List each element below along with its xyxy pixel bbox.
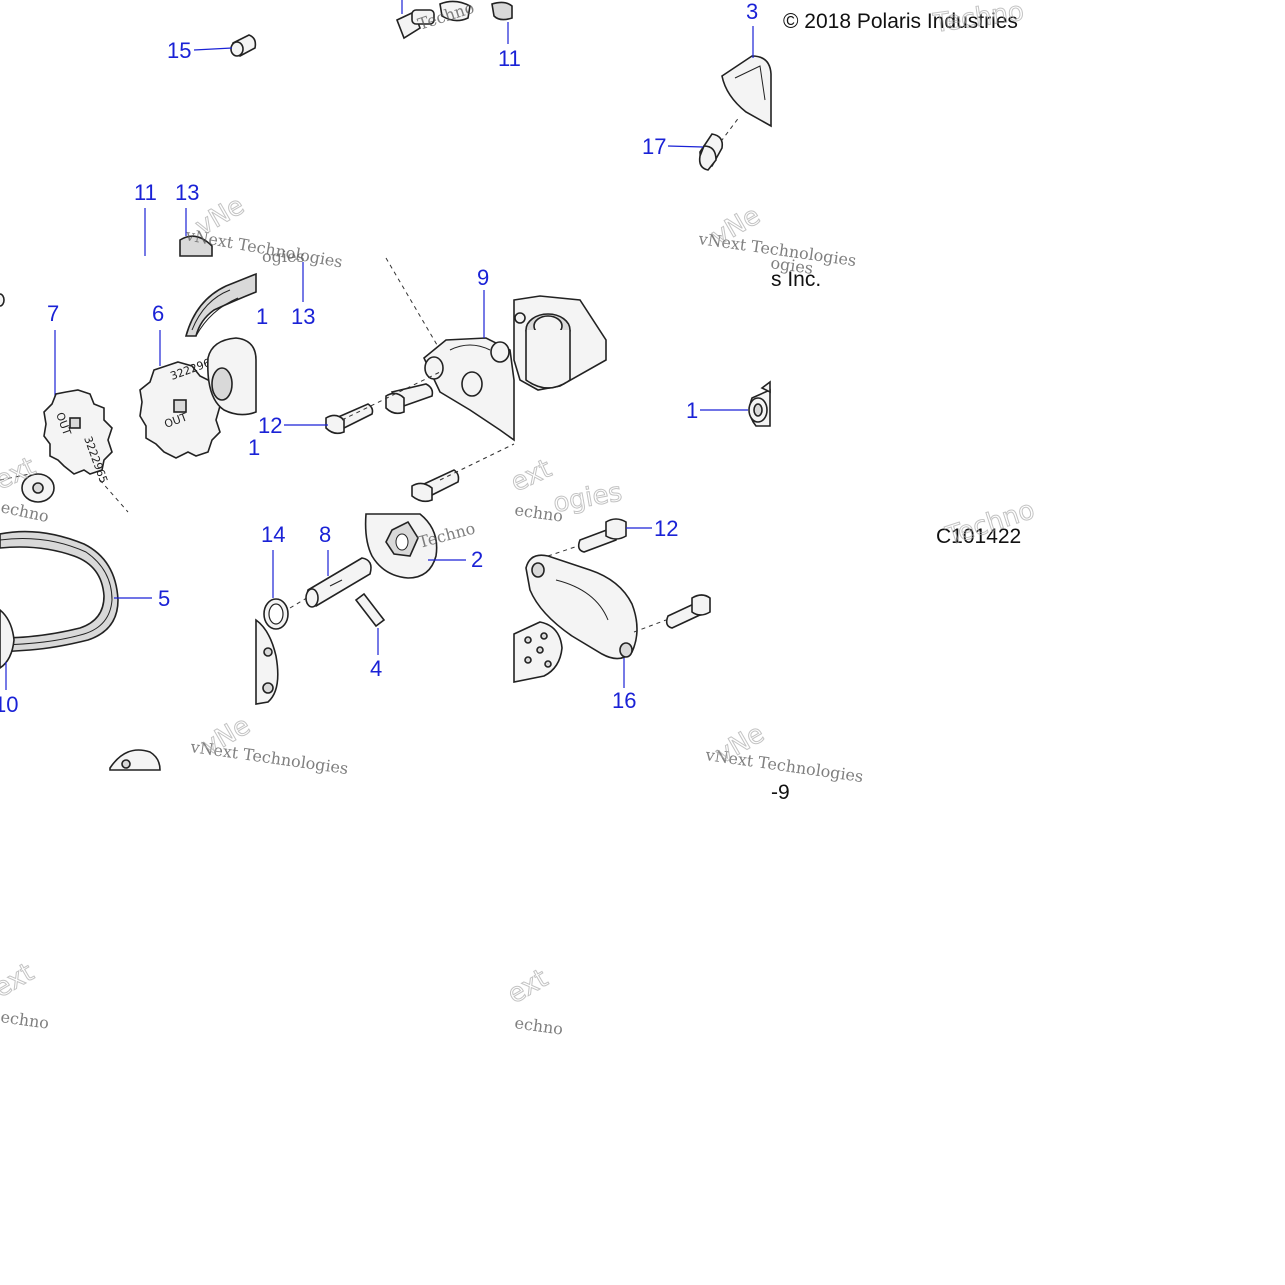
- part-1-bushing: [748, 380, 771, 427]
- part-washer-left: [0, 293, 129, 513]
- top-fragment-bolts: [395, 0, 513, 44]
- callout-17: 17: [642, 134, 666, 159]
- callout-2: 2: [471, 547, 483, 572]
- part-14-o-ring: [263, 598, 289, 630]
- callout-11-top: 11: [498, 46, 521, 71]
- callout-12-left: 12: [258, 413, 282, 438]
- callout-13-mid: 13: [291, 304, 315, 329]
- part-15-bushing: [193, 34, 257, 57]
- watermark-mid-5: ogies: [551, 477, 624, 519]
- watermark-top-right: Techno: [931, 0, 1026, 39]
- watermark-bottom-5: ext: [0, 958, 39, 1005]
- part-5-chain: [0, 530, 119, 669]
- callout-15: 15: [167, 38, 191, 63]
- copyright-text: © 2018 Polaris Industries: [783, 10, 1018, 33]
- part-13-washer: [179, 235, 213, 257]
- callout-13: 13: [175, 180, 199, 205]
- dash-line-9: [385, 257, 441, 351]
- part-16-cover: [525, 554, 638, 660]
- callout-4: 4: [370, 656, 382, 681]
- dash-line-12: [341, 371, 441, 421]
- part-7-sprocket: OUT 3222965: [43, 389, 113, 485]
- part-3-bracket: [721, 26, 772, 128]
- pump-body-fragment: [255, 618, 279, 705]
- copyright-tail: s Inc.: [771, 268, 821, 291]
- part-8-shaft: [305, 557, 372, 608]
- callout-1-partial: 1: [256, 304, 268, 329]
- callout-11: 11: [134, 180, 157, 205]
- part-strainer: [513, 621, 563, 683]
- bottom-left-fragment: [109, 749, 161, 771]
- drawing-code: C101422: [936, 525, 1021, 548]
- watermark-bottom-8: echno: [513, 1013, 564, 1039]
- callout-9: 9: [477, 265, 489, 290]
- part-12-bolt-right-lower: [633, 594, 711, 633]
- watermark-mid-3: ext: [506, 454, 556, 499]
- callout-16: 16: [612, 688, 636, 713]
- callout-3: 3: [746, 0, 758, 24]
- part-12-bolt-upper: [325, 383, 434, 435]
- page-fragment: -9: [771, 781, 790, 804]
- callout-10: 10: [0, 692, 18, 717]
- callout-12-right: 12: [654, 516, 678, 541]
- part-9-pump-housing: [423, 337, 515, 442]
- callout-5: 5: [158, 586, 170, 611]
- callout-8: 8: [319, 522, 331, 547]
- callout-1-partial-2: 1: [248, 435, 260, 460]
- part-9-housing-right: [513, 295, 607, 391]
- upper-chain: [184, 272, 257, 416]
- part-4-pin: [354, 592, 386, 655]
- callout-14: 14: [261, 522, 285, 547]
- watermark-bottom-6: echno: [0, 1007, 50, 1033]
- watermark-top-1: Techno: [415, 0, 476, 34]
- callout-6: 6: [152, 301, 164, 326]
- part-12-bolt-lower: [411, 443, 515, 503]
- part-17-bolt: [667, 115, 741, 171]
- callout-7: 7: [47, 301, 59, 326]
- part-12-bolt-right: [547, 518, 627, 557]
- watermark-mid-1: ogies: [262, 247, 305, 266]
- callout-1: 1: [686, 398, 698, 423]
- part-2-rotor: [364, 513, 438, 579]
- watermark-bottom-7: ext: [503, 964, 554, 1011]
